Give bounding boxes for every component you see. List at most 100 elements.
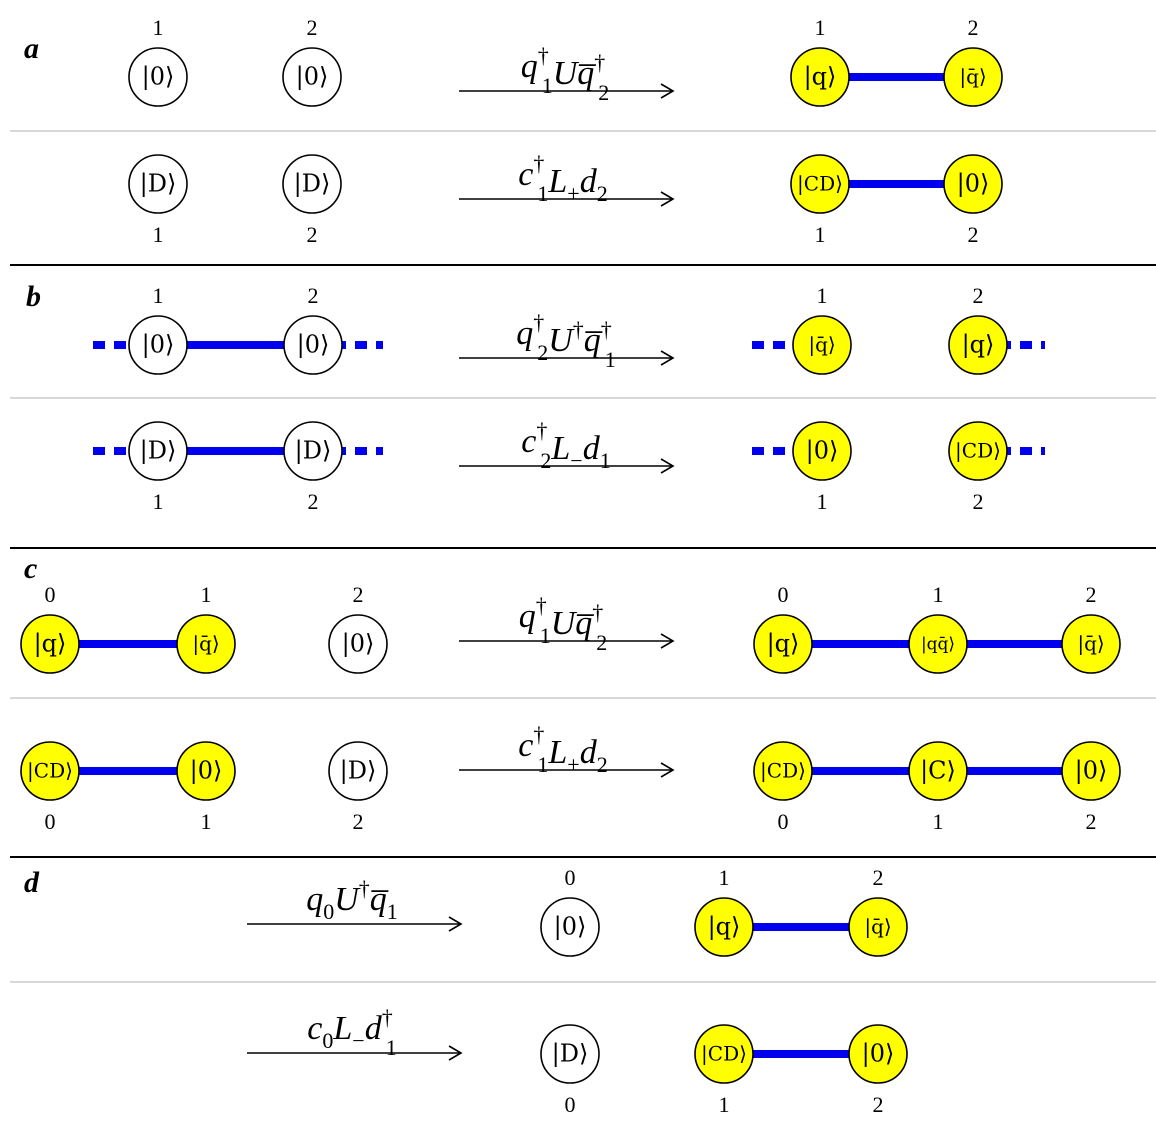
- site-node: |0⟩2: [1061, 741, 1121, 834]
- site-index-label: 2: [973, 489, 984, 514]
- site-state-label: |D⟩: [140, 170, 177, 199]
- site-node: |q̄⟩2: [943, 15, 1003, 107]
- site-circle: [540, 897, 600, 957]
- site-circle: [694, 1024, 754, 1084]
- site-index-label: 1: [815, 15, 826, 40]
- operator-arrow: c0L−d†1: [247, 1005, 463, 1061]
- operator-token: q̅: [575, 605, 594, 642]
- site-node: |q̄⟩1: [792, 283, 852, 375]
- site-state-label: |q⟩: [708, 913, 741, 942]
- site-index-label: 1: [201, 809, 212, 834]
- site-index-label: 1: [153, 283, 164, 308]
- site-index-label: 1: [933, 582, 944, 607]
- operator-token: −: [352, 1028, 364, 1053]
- site-index-label: 1: [719, 1092, 730, 1117]
- site-node: |qq̄⟩1: [908, 582, 968, 674]
- site-index-label: 2: [307, 222, 318, 247]
- operator-token: c: [307, 1010, 322, 1047]
- site-state-label: |q̄⟩: [864, 915, 891, 940]
- site-state-label: |CD⟩: [701, 1042, 747, 1067]
- operator-token: q̅: [584, 322, 603, 359]
- site-node: |D⟩1: [128, 154, 188, 247]
- operator-token: L: [332, 1010, 352, 1047]
- site-index-label: 2: [968, 15, 979, 40]
- site-state-label: |q⟩: [767, 630, 800, 659]
- site-node: |0⟩1: [176, 741, 236, 834]
- operator-token: d: [365, 1010, 383, 1047]
- site-state-label: |q̄⟩: [808, 333, 835, 358]
- site-circle: [1061, 741, 1121, 801]
- site-circle: [792, 315, 852, 375]
- operator-token: c: [518, 156, 533, 193]
- site-index-label: 1: [153, 489, 164, 514]
- operator-token: 2: [537, 340, 548, 365]
- site-index-label: 2: [1086, 809, 1097, 834]
- site-node: |q̄⟩2: [848, 865, 908, 957]
- right-arrow-icon: [459, 762, 675, 778]
- operator-arrow: q†1Uq̅†2: [459, 593, 675, 655]
- right-arrow-icon: [459, 458, 675, 474]
- operator-token: †: [601, 317, 612, 342]
- initial-state-chain: |q⟩0|q̄⟩1|0⟩2: [20, 582, 388, 674]
- final-state-chain: |D⟩0|CD⟩1|0⟩2: [540, 1024, 908, 1117]
- operator-token: 2: [596, 630, 607, 655]
- site-state-label: |D⟩: [140, 437, 177, 466]
- final-state-chain: |CD⟩1|0⟩2: [790, 154, 1003, 247]
- site-index-label: 0: [45, 809, 56, 834]
- site-index-label: 0: [45, 582, 56, 607]
- operator-token: +: [567, 181, 579, 206]
- site-index-label: 2: [353, 809, 364, 834]
- site-state-label: |CD⟩: [797, 172, 843, 197]
- site-circle: [128, 154, 188, 214]
- site-circle: [283, 421, 343, 481]
- operator-label: c†2L−d1: [521, 418, 610, 473]
- site-index-label: 0: [565, 1092, 576, 1117]
- operator-token: 1: [387, 899, 398, 924]
- panel-label: a: [24, 32, 39, 65]
- transition-row: |0⟩1|0⟩2q†1Uq̅†2|q⟩1|q̄⟩2: [128, 15, 1003, 107]
- site-circle: [908, 741, 968, 801]
- site-circle: [282, 47, 342, 107]
- site-state-label: |q̄⟩: [192, 632, 219, 657]
- site-circle: [283, 315, 343, 375]
- operator-token: d: [580, 163, 598, 200]
- site-node: |q⟩0: [20, 582, 80, 674]
- site-node: |q̄⟩1: [176, 582, 236, 674]
- site-node: |C⟩1: [908, 741, 968, 834]
- site-node: |D⟩2: [328, 741, 388, 834]
- site-circle: [1061, 614, 1121, 674]
- operator-token: 2: [597, 752, 608, 777]
- operator-arrow: q†2U†q̅†1: [459, 310, 675, 372]
- operator-token: †: [533, 310, 544, 335]
- operator-token: −: [570, 448, 582, 473]
- site-index-label: 1: [817, 489, 828, 514]
- operator-arrow: c†1L+d2: [459, 722, 675, 778]
- site-node: |0⟩2: [848, 1024, 908, 1117]
- site-index-label: 1: [719, 865, 730, 890]
- panel-c: c|q⟩0|q̄⟩1|0⟩2q†1Uq̅†2|q⟩0|qq̄⟩1|q̄⟩2|CD…: [20, 552, 1121, 834]
- operator-token: †: [533, 151, 544, 176]
- site-state-label: |0⟩: [342, 630, 375, 659]
- operator-token: q: [521, 48, 538, 85]
- right-arrow-icon: [459, 191, 675, 207]
- operator-token: q: [306, 881, 323, 918]
- operator-token: †: [594, 50, 605, 75]
- site-state-label: |CD⟩: [27, 759, 73, 784]
- initial-state-chain: |D⟩1|D⟩ 2: [128, 154, 342, 247]
- operator-token: U: [553, 55, 580, 92]
- site-state-label: |D⟩: [295, 437, 332, 466]
- site-state-label: |0⟩: [297, 331, 330, 360]
- site-state-label: |q⟩: [962, 331, 995, 360]
- operator-token: L: [547, 163, 567, 200]
- site-circle: [282, 154, 342, 214]
- final-state-chain: |0⟩1|CD⟩2: [752, 421, 1045, 514]
- operator-label: c†1L+d2: [518, 722, 607, 777]
- operator-token: †: [538, 43, 549, 68]
- operator-token: U: [548, 322, 575, 359]
- site-circle: [128, 47, 188, 107]
- site-circle: [328, 741, 388, 801]
- operator-arrow: c†1L+d2: [459, 151, 675, 207]
- operator-token: 1: [540, 623, 551, 648]
